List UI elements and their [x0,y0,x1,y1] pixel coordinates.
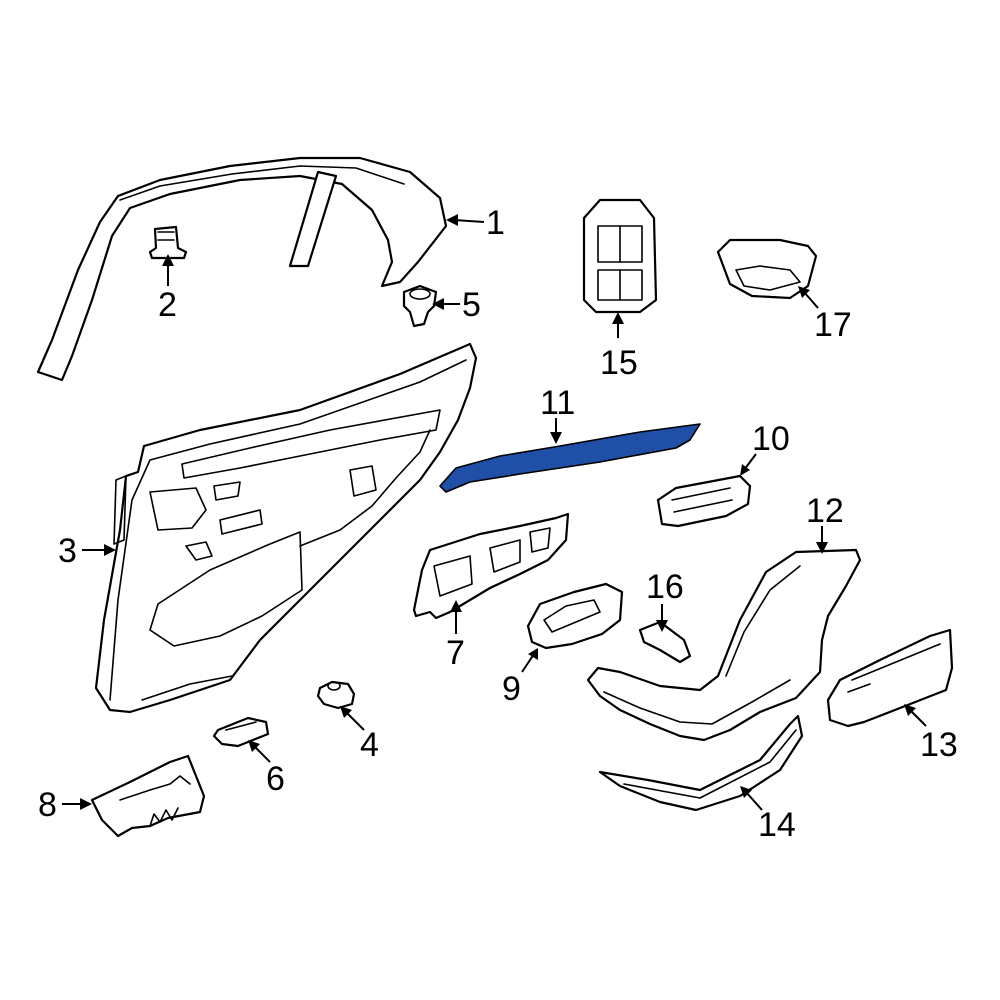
part-3-door-trim-panel[interactable] [94,342,478,714]
part-15-switch-module[interactable] [582,198,658,314]
callout-8: 8 [38,786,57,824]
leader-4 [345,711,365,731]
callout-15: 15 [600,344,638,382]
leader-1 [453,219,485,223]
part-7-handle-carrier[interactable] [412,512,570,620]
part-9-handle-bezel[interactable] [526,582,624,650]
part-10-switch-housing[interactable] [656,474,752,528]
callout-9: 9 [502,670,521,708]
arrowhead-4 [340,706,352,718]
part-11-fill [439,423,701,493]
callout-5: 5 [462,286,481,324]
callout-14: 14 [758,806,796,844]
part-16-small-clip[interactable] [638,620,692,664]
arrowhead-15 [612,312,624,324]
callout-7: 7 [446,634,465,672]
part-8-lower-bracket[interactable] [90,754,206,838]
callout-6: 6 [266,760,285,798]
arrowhead-14 [740,786,752,798]
arrowhead-3 [104,544,116,556]
part-5-push-pin[interactable] [402,284,438,328]
arrowhead-8 [80,798,92,810]
arrowhead-1 [446,214,458,226]
part-6-clip-bracket[interactable] [212,716,270,748]
leader-6 [253,745,271,763]
arrowhead-12 [816,542,828,554]
callout-17: 17 [814,306,852,344]
callout-2: 2 [158,286,177,324]
callout-3: 3 [58,532,77,570]
part-17-seat-switch[interactable] [716,238,818,300]
leader-14 [745,791,763,811]
callout-4: 4 [360,726,379,764]
part-12-armrest[interactable] [586,548,862,742]
leader-lines [62,214,927,811]
callout-12: 12 [806,492,844,530]
arrowhead-11 [550,432,562,444]
callout-labels: 1 2 3 4 5 6 7 8 9 10 11 12 13 14 15 16 1… [38,204,958,844]
part-2-clip[interactable] [148,225,188,260]
part-13-window-switch[interactable] [826,628,954,728]
arrowhead-13 [904,704,916,716]
arrowhead-9 [528,648,538,660]
arrowhead-2 [162,254,174,266]
leader-13 [909,709,927,727]
part-1-window-frame-molding[interactable] [36,156,448,382]
part-4-grommet[interactable] [316,680,356,710]
leader-17 [803,291,819,309]
part-11-belt-molding[interactable] [439,423,701,493]
arrowhead-17 [798,286,810,298]
arrowhead-16 [656,620,668,632]
callout-13: 13 [920,726,958,764]
arrowhead-5 [432,298,444,310]
arrowhead-7 [450,600,462,612]
part-14-trim-strip[interactable] [598,714,804,812]
arrowhead-6 [248,740,260,752]
arrowhead-10 [740,464,750,476]
callout-1: 1 [486,204,505,242]
callout-10: 10 [752,420,790,458]
callout-16: 16 [646,568,684,606]
leader-9 [521,653,535,673]
callout-11: 11 [540,384,575,422]
